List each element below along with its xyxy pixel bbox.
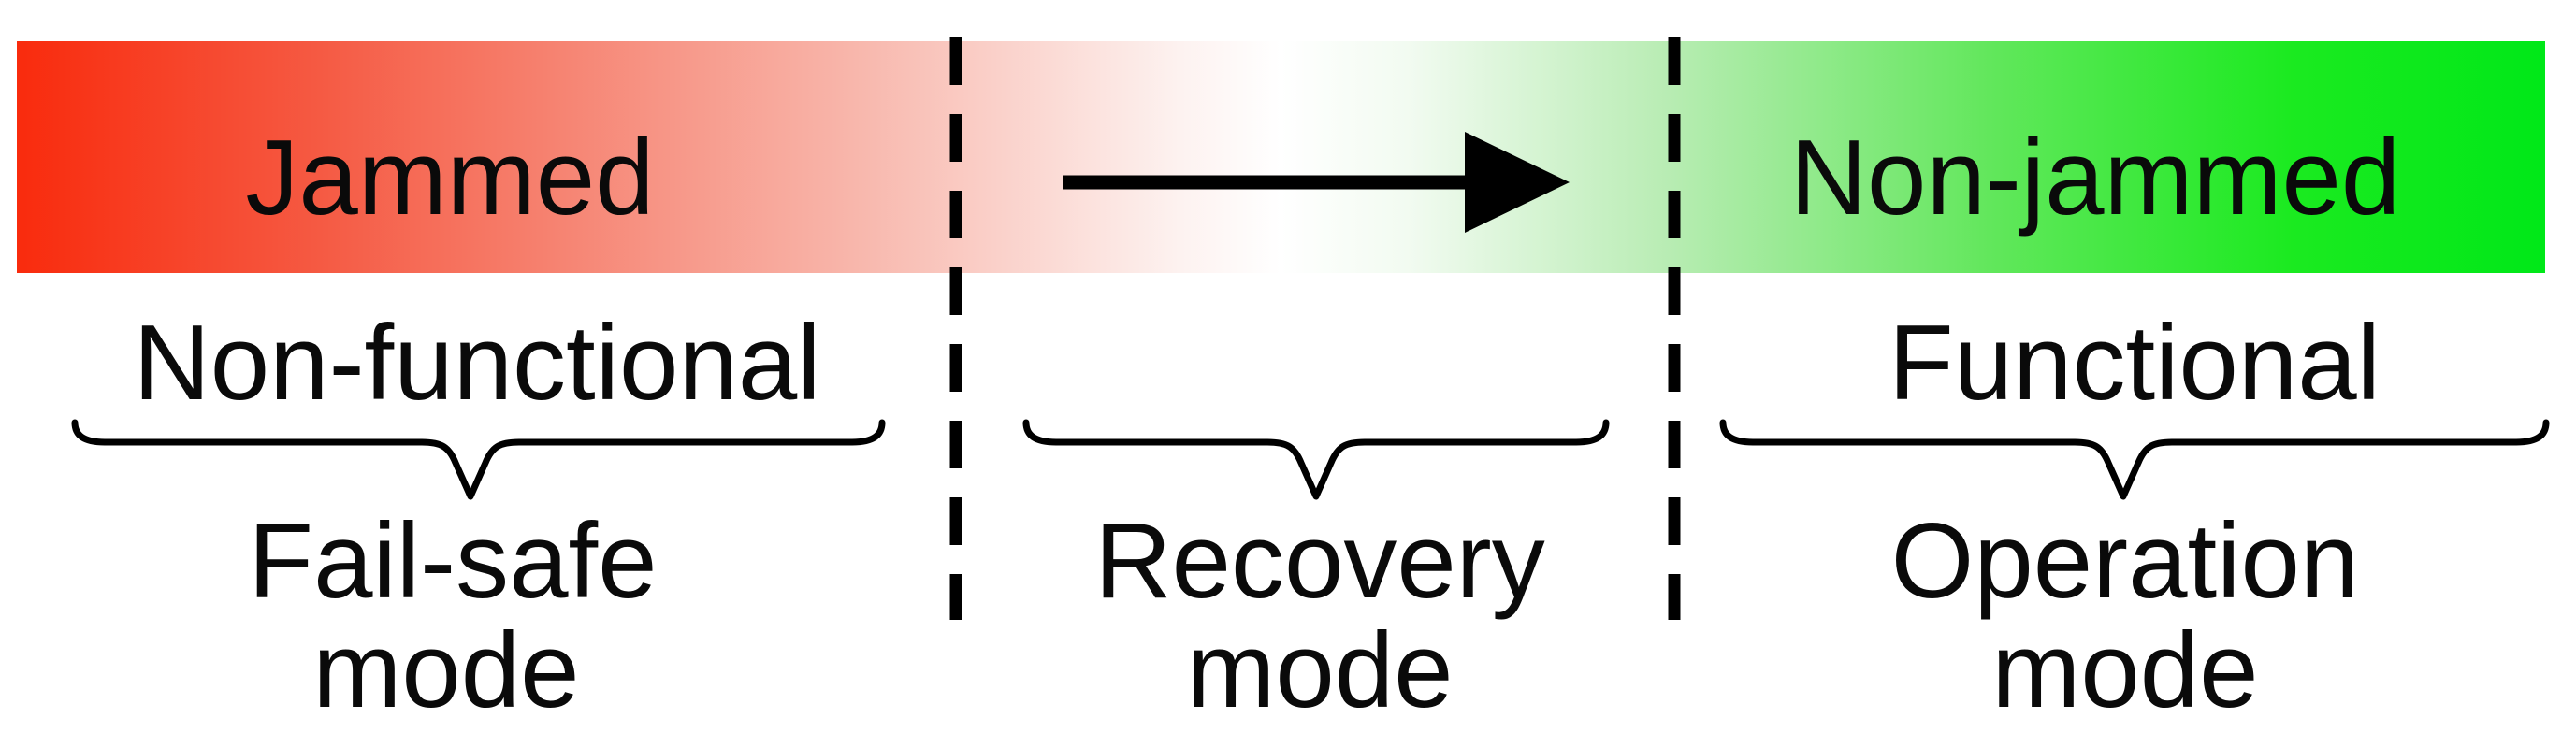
- operation-brace: [1719, 419, 2550, 500]
- operation-mode-label-line2: mode: [1991, 611, 2259, 730]
- non-jammed-label: Non-jammed: [1789, 119, 2401, 237]
- fail-safe-mode-label-line1: Fail-safe: [248, 502, 658, 621]
- fail-safe-brace: [71, 419, 886, 500]
- jammed-label: Jammed: [245, 119, 655, 237]
- non-functional-label: Non-functional: [133, 304, 821, 423]
- recovery-brace: [1022, 419, 1610, 500]
- transition-arrow-icon: [1063, 132, 1570, 233]
- jamming-state-gradient-bar: [17, 41, 2545, 273]
- operation-mode-label-line1: Operation: [1890, 502, 2360, 621]
- recovery-mode-label-line2: mode: [1186, 611, 1454, 730]
- functional-label: Functional: [1889, 304, 2381, 423]
- recovery-mode-label-line1: Recovery: [1094, 502, 1545, 621]
- fail-safe-mode-label-line2: mode: [312, 611, 580, 730]
